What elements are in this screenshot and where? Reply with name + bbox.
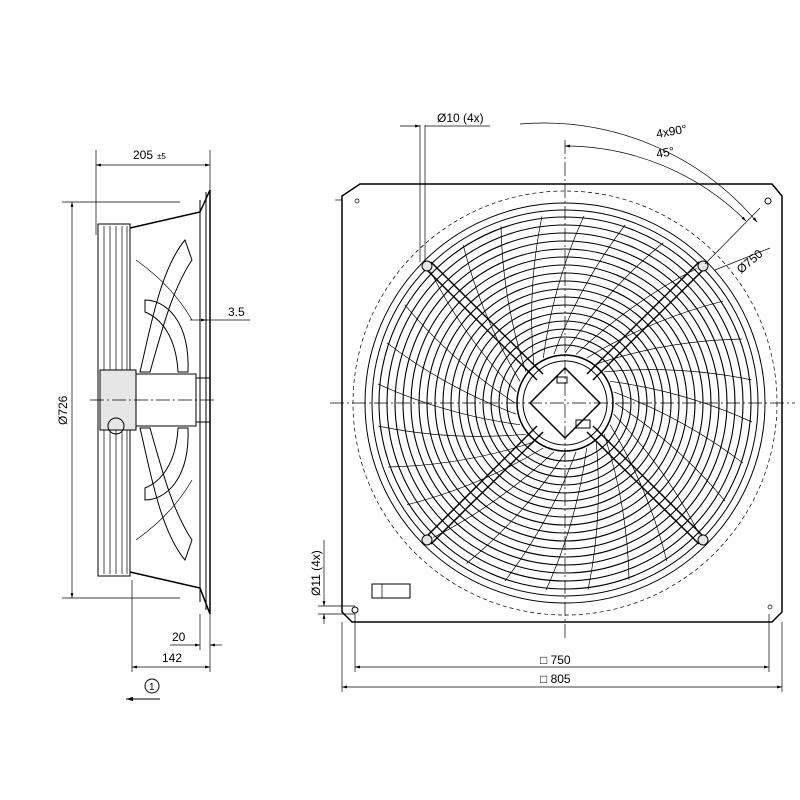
depth-tolerance-label: ±5 [157,152,166,161]
guard-wire [603,434,630,580]
front-hub [516,354,614,452]
guard-ring [466,304,664,502]
guard-ring [506,344,624,462]
corner-holes [351,197,773,614]
guard-wire [430,271,517,393]
svg-text:1: 1 [149,682,155,693]
hole-diameter-corner-label: Ø11 (4x) [309,550,323,596]
guard-ring [474,312,656,494]
guard-wire [613,413,700,535]
front-guard-grill [377,215,753,591]
hole-spacing-label: □ 750 [540,653,571,667]
guard-ring [458,296,672,510]
guard-wire [609,380,753,423]
guard-ring [450,288,680,518]
angle-arc-4x90 [519,122,758,223]
guard-wire [466,452,566,564]
side-motor [90,369,215,435]
guard-wire [433,451,555,538]
bolt-circle [352,190,778,616]
guard-wire [613,391,744,464]
bolt-circle-label: Ø750 [734,246,766,276]
guard-ring [402,240,728,566]
guard-wire [604,369,752,381]
guard-ring [442,280,688,526]
mount-depth-label: 142 [162,651,182,665]
guard-ring [418,256,712,550]
guard-ring [434,272,696,534]
venturi-housing [129,189,211,615]
guard-struts [421,260,709,546]
side-impeller-blades [135,239,193,561]
guard-wire [596,338,742,365]
mounting-plate [341,183,783,623]
angle-arc-45 [564,144,747,222]
guard-wire [462,244,521,382]
angle-offset-label: 45° [655,144,676,161]
guard-wire [531,216,543,364]
guard-wire [609,424,668,562]
guard-wire [504,451,577,582]
guard-wire [542,215,585,359]
guard-wire [564,242,664,354]
hole-diameter-top-label: Ø10 (4x) [437,111,484,125]
guard-wire [406,447,544,506]
guard-wire [500,226,527,372]
guard-wire [388,441,534,468]
guard-wire [614,402,726,502]
guard-ring [410,248,720,558]
flange-thickness-label: 3.5 [228,305,245,319]
airflow-marker: 1 [126,678,160,702]
guard-ring [498,336,632,470]
guard-wire [586,300,724,359]
front-view: Ø10 (4x) 4x90° 45° Ø750 Ø11 (4x) □ 750 □… [309,111,795,692]
guard-wire [575,268,697,355]
guard-ring [490,328,640,478]
side-view: 205 ±5 Ø726 [56,148,250,702]
guard-wire [404,304,516,404]
guard-wire [378,425,526,437]
outer-diameter-label: Ø726 [56,395,70,425]
guard-ring [386,224,744,582]
plate-size-label: □ 805 [540,672,571,686]
depth-label: 205 [133,148,153,162]
angle-spacing-label: 4x90° [655,122,688,141]
label-plate [371,583,411,599]
guard-wire [386,342,517,415]
guard-wire [377,383,521,426]
guard-wire [587,442,599,590]
guard-ring [482,320,648,486]
guard-wire [545,447,588,591]
guard-wire [553,224,626,355]
flange-offset-label: 20 [172,630,186,644]
guard-ring [394,232,736,574]
